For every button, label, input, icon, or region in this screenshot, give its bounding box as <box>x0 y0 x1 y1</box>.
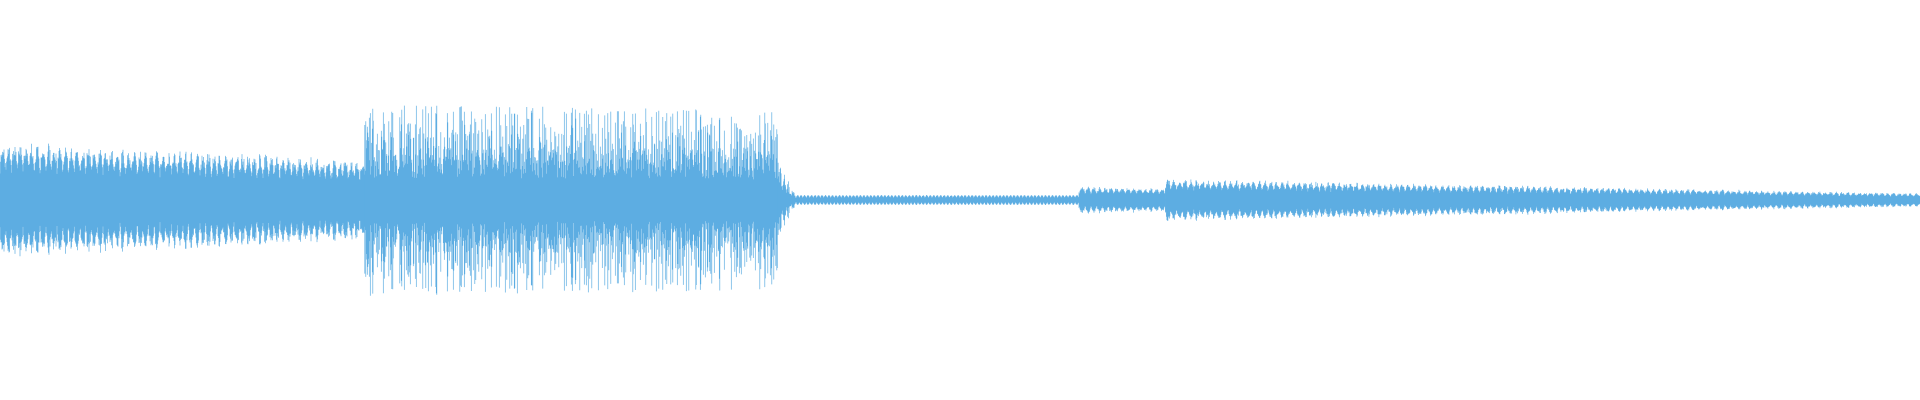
waveform-segment-soft-entry <box>1078 186 1166 214</box>
waveform-segment-closing-sustained-tone <box>1165 179 1920 221</box>
waveform-segment-loud-burst <box>364 105 778 296</box>
waveform-segment-fade-tail <box>777 162 797 235</box>
waveform-segment-opening-sustained-tone <box>0 143 365 257</box>
waveform-segment-quiet-hum <box>796 195 1080 205</box>
